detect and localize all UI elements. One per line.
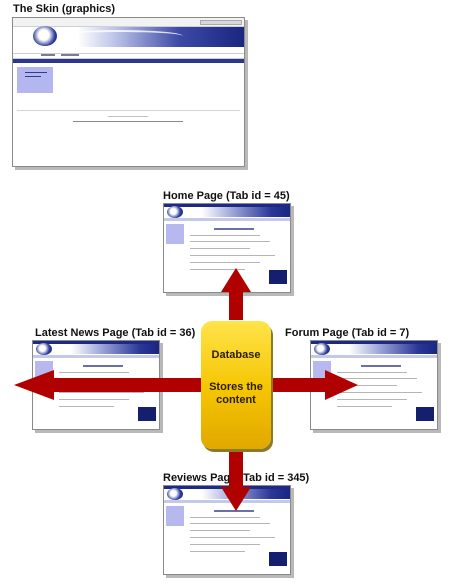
- skin-label: The Skin (graphics): [13, 3, 116, 15]
- database-box: Database Stores the content: [201, 321, 271, 449]
- home-page-thumbnail: [163, 203, 291, 293]
- arrow-to-reviews: [221, 449, 251, 511]
- arrow-to-forum: [271, 370, 358, 400]
- database-subtitle: Stores the content: [209, 381, 263, 406]
- skin-logo: [15, 26, 59, 50]
- latest-news-page-label: Latest News Page (Tab id = 36): [35, 327, 196, 339]
- arrow-to-latest-news: [14, 370, 201, 400]
- arrow-to-home: [221, 268, 251, 320]
- skin-sidebar-box: [17, 67, 53, 93]
- home-page-label: Home Page (Tab id = 45): [163, 190, 290, 202]
- database-title: Database: [211, 349, 261, 361]
- skin-screenshot: [12, 17, 245, 167]
- forum-page-label: Forum Page (Tab id = 7): [285, 327, 410, 339]
